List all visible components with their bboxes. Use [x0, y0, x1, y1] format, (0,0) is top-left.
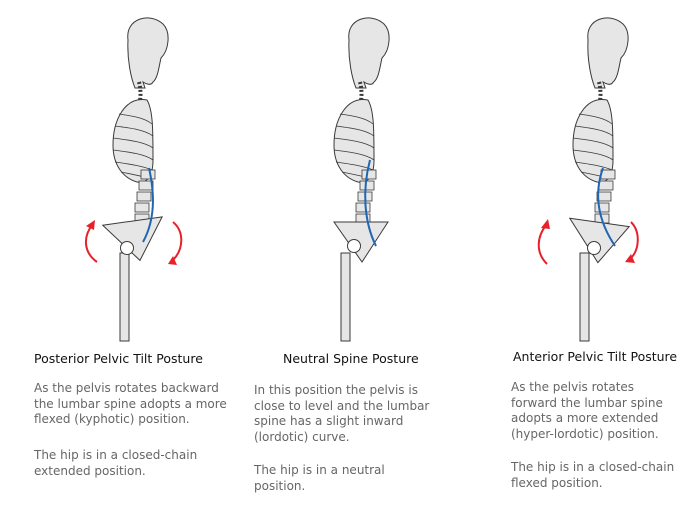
posterior-pelvic-tilt-figure	[55, 0, 215, 345]
lumbar-curve	[142, 167, 154, 243]
hip-note-posterior: The hip is in a closed-chain extended po…	[34, 448, 198, 478]
description-anterior: As the pelvis rotates forward the lumbar…	[511, 380, 663, 441]
anterior-pelvic-tilt-figure	[515, 0, 675, 345]
rotation-arrow-right	[630, 221, 639, 259]
hip-joint	[587, 241, 601, 255]
panel-title-anterior: Anterior Pelvic Tilt Posture	[513, 349, 678, 364]
hip-joint	[347, 239, 361, 253]
pelvis	[101, 216, 164, 262]
panel-title-posterior: Posterior Pelvic Tilt Posture	[34, 351, 203, 366]
rotation-arrow-left	[537, 223, 548, 265]
lumbar-curve	[364, 159, 377, 247]
hip-note-anterior: The hip is in a closed-chain flexed posi…	[511, 460, 675, 490]
rotation-arrow-right	[172, 221, 183, 261]
rotation-arrow-left	[85, 223, 98, 263]
description-neutral: In this position the pelvis is close to …	[254, 383, 430, 444]
hip-joint	[120, 241, 134, 255]
neutral-spine-figure	[276, 0, 436, 345]
lumbar-curve	[597, 167, 616, 247]
panel-title-neutral: Neutral Spine Posture	[283, 351, 419, 366]
description-posterior: As the pelvis rotates backward the lumba…	[34, 381, 227, 426]
hip-note-neutral: The hip is in a neutral position.	[254, 463, 385, 493]
